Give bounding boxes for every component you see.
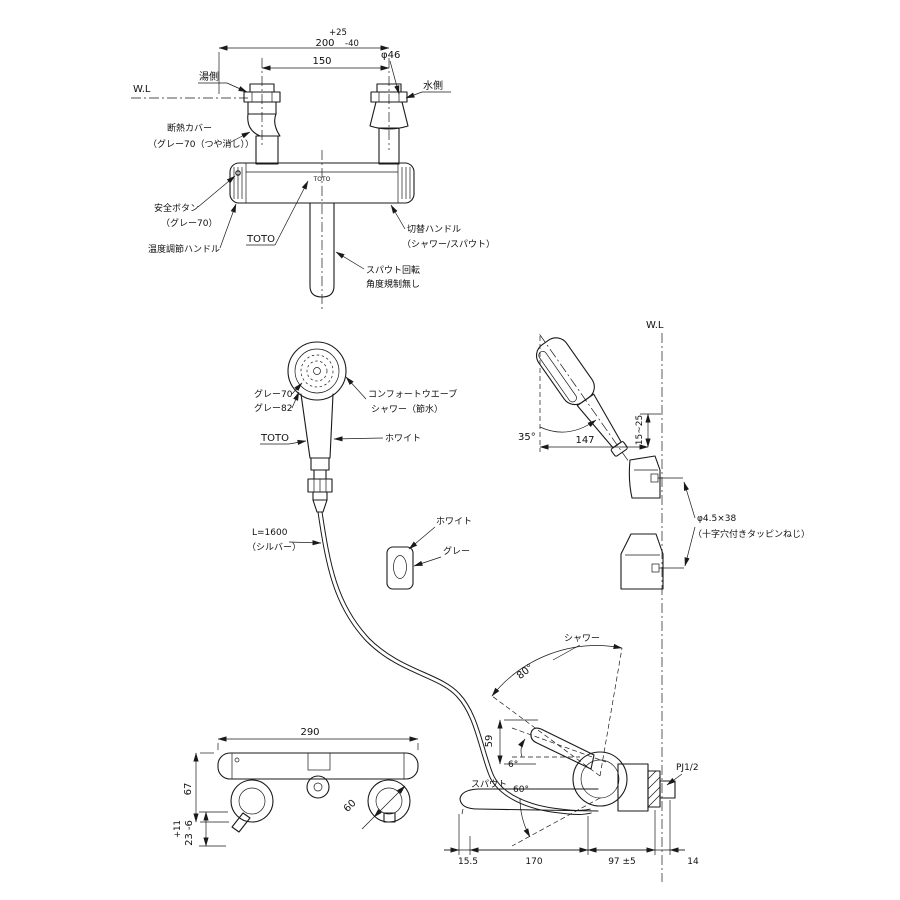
label-hook-white: ホワイト [436,516,472,527]
dim-290: 290 [300,727,319,738]
label-hook-gray: グレー [443,545,470,557]
top-view-shape [217,752,419,833]
label-switch-detail: （シャワー/スパウト） [402,239,495,250]
label-safety-color: （グレー70） [161,217,217,229]
label-brand: TOTO [246,234,275,245]
front-dimensions: +25 200 -40 150 φ46 [218,28,400,150]
side-view-dimensions: 15.5 170 97 ±5 14 [444,800,699,867]
safety-button-dot [235,170,241,176]
label-spout-side: スパウト [471,779,507,790]
label-temp-handle: 温度調節ハンドル [148,243,220,255]
label-comfort-wave1: コンフォートウエーブ [368,388,457,400]
label-hot-side: 湯側 [199,70,219,83]
dim-angle-80: 80° [515,662,536,682]
label-gray70: グレー70 [254,388,293,400]
label-hose-color: （シルバー） [247,542,301,553]
view-faucet-front: +25 200 -40 150 φ46 [131,28,495,312]
dim-170: 170 [525,857,542,867]
view-hanger-hook: ホワイト グレー [386,516,472,590]
dim-23-tol-plus: +11 [173,820,183,838]
hot-valve-shape [243,83,281,165]
body-logo: TOTO [313,176,331,183]
side-view-annotations: PJ1/2 シャワー 80° 6° 59 60° スパウト [471,634,699,847]
dim-angle-60: 60° [513,785,529,795]
label-insulation-cover: 断熱カバー [167,122,212,134]
label-shower-brand: TOTO [260,433,289,444]
label-thread: PJ1/2 [676,763,699,773]
label-insulation-color: （グレー70（つや消し）） [148,138,254,150]
dim-15-25: 15~25 [635,415,645,445]
view-handshower-front: グレー70 グレー82 コンフォートウエーブ シャワー（節水） TOTO ホワイ… [247,341,457,553]
dim-97: 97 ±5 [608,857,636,867]
view-faucet-side: PJ1/2 シャワー 80° 6° 59 60° スパウト [444,634,699,867]
label-shower-range: シャワー [564,634,600,644]
label-spout-note1: スパウト回転 [366,265,420,276]
front-labels: 湯側 水側 W.L 断熱カバー （グレー70（つや消し）） 安全ボタン （グレー… [131,70,495,290]
dim-67: 67 [183,783,194,796]
spout-shape [309,150,335,312]
dim-angle-35: 35° [518,432,536,443]
dim-phi46: φ46 [381,50,400,61]
dim-147: 147 [575,435,594,446]
label-screw-size: φ4.5×38 [697,514,737,524]
label-switch-handle: 切替ハンドル [407,223,461,235]
label-screw-type: （十字穴付きタッピンねじ） [693,528,810,540]
top-view-dimensions: 290 67 +11 23-6 60 [173,727,419,847]
view-faucet-top: 290 67 +11 23-6 60 [173,727,419,847]
dim-tol-minus40: -40 [345,39,359,49]
lower-bracket-shape [620,533,684,590]
label-spout-note2: 角度規制無し [366,278,420,290]
side-view-shape [459,727,676,815]
dim-200: 200 [315,38,334,49]
dim-59: 59 [484,735,495,748]
dim-14: 14 [687,857,699,867]
dim-60: 60 [342,798,359,815]
dim-150: 150 [312,56,331,67]
shower-hose [317,511,592,815]
dim-15-5: 15.5 [458,857,478,867]
upper-bracket-shape [628,455,683,499]
dim-tol-plus25: +25 [329,28,347,38]
label-hose-length: L=1600 [252,528,288,538]
view-handshower-side: W.L 35° 147 15~25 φ4.5×38 （十字 [518,320,810,882]
dim-23: 23-6 [184,820,195,846]
dim-angle-6: 6° [508,760,518,770]
label-comfort-wave2: シャワー（節水） [371,403,443,415]
label-water-line: W.L [133,84,151,95]
label-white: ホワイト [385,433,421,444]
shower-head-shape [287,341,347,513]
label-safety-button: 安全ボタン [154,202,199,214]
shower-side-shape [535,334,630,463]
label-wall-line: W.L [646,320,664,331]
label-cold-side: 水側 [423,79,443,92]
shower-front-labels: グレー70 グレー82 コンフォートウエーブ シャワー（節水） TOTO ホワイ… [247,376,457,553]
label-gray82: グレー82 [254,402,292,414]
